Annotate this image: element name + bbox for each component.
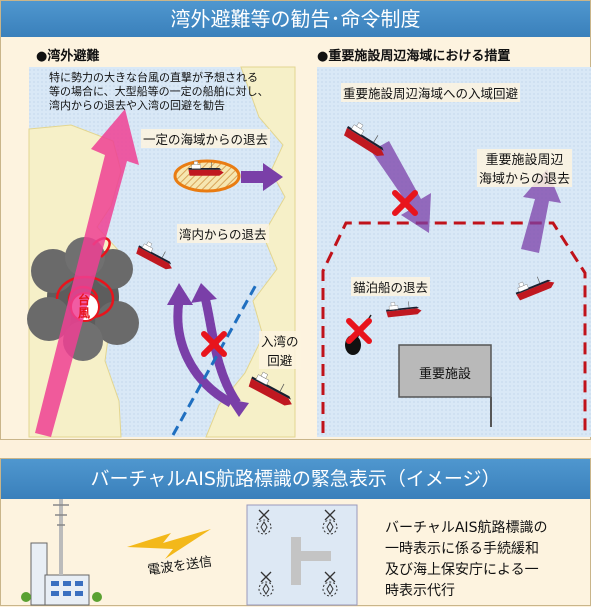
facility-box <box>398 344 492 398</box>
left-description: 特に勢力の大きな台風の直撃が予想される 等の場合に、大型船等の一定の船舶に対し、… <box>49 71 269 112</box>
label-bay-exit: 湾内からの退去 <box>177 224 269 243</box>
ais-station-building <box>21 499 102 606</box>
bay-curve-arrow-left <box>173 300 234 407</box>
label-area-exit-right: 重要施設周辺 海域からの退去 <box>477 149 573 187</box>
panel-title: バーチャルAIS航路標識の緊急表示（イメージ） <box>1 459 590 499</box>
right-heading: ●重要施設周辺海域における措置 <box>317 49 511 64</box>
ais-description: バーチャルAIS航路標識の 一時表示に係る手続緩和 及び海上保安庁による一 時表… <box>385 520 548 599</box>
area-exit-arrow-right <box>521 169 561 253</box>
facility-label: 重要施設 <box>418 367 471 382</box>
typhoon-label: 台 風 <box>78 293 91 320</box>
bay-mouth-line <box>171 282 259 436</box>
typhoon-path-arrow <box>35 109 139 437</box>
area-exit-arrow <box>241 163 283 191</box>
radio-wave-icon <box>127 529 211 559</box>
label-anchored: 錨泊船の退去 <box>351 277 431 296</box>
bay-evacuation-panel: 湾外避難等の勧告･命令制度 ●湾外避難 ●重要施設周辺海域における措置 <box>0 0 591 440</box>
panel-title: 湾外避難等の勧告･命令制度 <box>1 1 590 37</box>
left-heading: ●湾外避難 <box>36 49 100 64</box>
virtual-ais-panel: バーチャルAIS航路標識の緊急表示（イメージ） 電波を送信 バーチャルAIS <box>0 458 591 606</box>
label-area-exit: 一定の海域からの退去 <box>141 129 271 148</box>
designated-area <box>173 159 241 193</box>
restricted-boundary <box>321 221 587 433</box>
ais-chart-pier <box>291 537 331 585</box>
label-entry-avoid: 入湾の 回避 <box>259 331 301 369</box>
label-entry-avoid-right: 重要施設周辺海域への入域回避 <box>341 83 521 102</box>
diagram-illustration <box>27 66 591 438</box>
bay-curve-arrow-right <box>200 295 241 406</box>
ais-illustration <box>21 499 358 606</box>
